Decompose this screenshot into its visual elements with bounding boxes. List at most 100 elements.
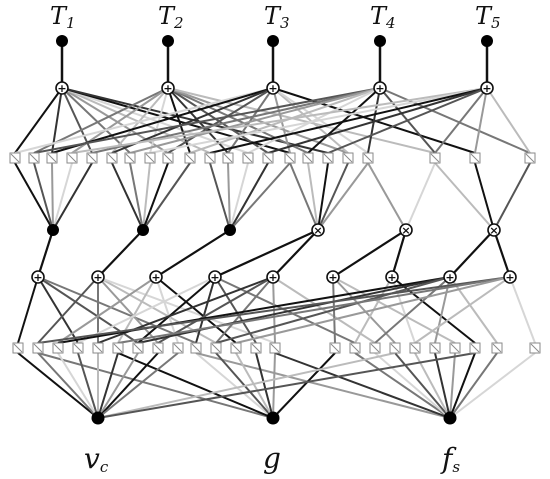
upper-funnel-edge xyxy=(317,162,349,231)
lower-weight-14 xyxy=(329,342,341,354)
input-fan-edge xyxy=(195,352,274,419)
upper-funnel-edge xyxy=(209,162,231,231)
upper-fan-edge xyxy=(474,87,488,154)
lower-fan-edge xyxy=(137,276,216,344)
lower-fan-edge xyxy=(157,276,274,344)
svg-text:+: + xyxy=(328,271,337,284)
lower-fan-edge xyxy=(272,276,376,344)
lower-fan-edge xyxy=(77,276,216,344)
upper-weight-21 xyxy=(524,152,536,164)
mid-link-5 xyxy=(332,229,407,278)
upper-weight-10 xyxy=(204,152,216,164)
input-fan-edge xyxy=(434,352,451,419)
input-fan-edge xyxy=(77,352,99,419)
upper-fan-edge xyxy=(71,87,488,154)
upper-weight-2 xyxy=(46,152,58,164)
input-node-0 xyxy=(91,411,105,425)
sum-node-top-1: + xyxy=(55,81,69,95)
upper-weight-1 xyxy=(28,152,40,164)
lower-fan-edge xyxy=(97,276,159,344)
upper-fan-edge xyxy=(327,87,488,154)
lower-fan-edge xyxy=(37,276,99,344)
upper-weight-17 xyxy=(342,152,354,164)
lower-weight-10 xyxy=(210,342,222,354)
upper-funnel-edge xyxy=(307,162,319,231)
lower-fan-edge xyxy=(215,276,274,344)
nodes-layer: +++++×××+++++++++ xyxy=(9,35,541,425)
upper-funnel-edge xyxy=(14,162,54,231)
lower-weight-2 xyxy=(52,342,64,354)
upper-funnel-edge xyxy=(52,162,73,231)
lower-weight-13 xyxy=(269,342,281,354)
input-fan-edge xyxy=(414,352,451,419)
lower-fan-edge xyxy=(391,276,476,344)
input-fan-edge xyxy=(394,352,451,419)
upper-funnel-edge xyxy=(474,162,495,231)
upper-weight-11 xyxy=(222,152,234,164)
lower-weight-1 xyxy=(32,342,44,354)
upper-fan-edge xyxy=(434,87,488,154)
upper-weight-9 xyxy=(184,152,196,164)
lower-weight-8 xyxy=(172,342,184,354)
upper-weight-19 xyxy=(429,152,441,164)
upper-funnel-edge xyxy=(129,162,144,231)
upper-weight-0 xyxy=(9,152,21,164)
mid-link-1 xyxy=(97,229,144,278)
output-node-4 xyxy=(374,35,386,47)
mid-link-6 xyxy=(390,229,408,278)
lower-weight-21 xyxy=(469,342,481,354)
upper-weight-16 xyxy=(322,152,334,164)
svg-text:×: × xyxy=(401,224,410,237)
sum-node-top-2: + xyxy=(161,81,175,95)
input-fan-edge xyxy=(255,352,274,419)
upper-funnel-edge xyxy=(405,162,436,231)
input-fan-edge xyxy=(97,352,139,419)
upper-weight-3 xyxy=(66,152,78,164)
lower-weight-23 xyxy=(529,342,541,354)
lower-weight-22 xyxy=(491,342,503,354)
svg-text:+: + xyxy=(33,271,42,284)
input-fan-edge xyxy=(37,352,99,419)
upper-funnel-edge xyxy=(33,162,54,231)
sum-node-mid-6: + xyxy=(385,270,399,284)
upper-funnel-edge xyxy=(317,162,329,231)
svg-text:+: + xyxy=(387,271,396,284)
svg-text:×: × xyxy=(489,224,498,237)
input-fan-edge xyxy=(97,352,396,419)
input-label-vc: vc xyxy=(84,442,109,476)
input-node-1 xyxy=(266,411,280,425)
upper-funnel-edge xyxy=(52,162,93,231)
upper-funnel-edge xyxy=(493,162,531,231)
upper-funnel-edge xyxy=(227,162,231,231)
input-fan-edge xyxy=(97,352,159,419)
upper-funnel-edge xyxy=(229,162,269,231)
upper-weight-18 xyxy=(362,152,374,164)
input-fan-edge xyxy=(274,352,451,419)
input-fan-edge xyxy=(195,352,451,419)
upper-funnel-edge xyxy=(142,162,151,231)
lower-fan-edge xyxy=(117,276,511,344)
upper-fan-edge xyxy=(486,87,531,154)
input-fan-edge xyxy=(97,352,476,419)
upper-fan-edge xyxy=(14,87,274,154)
lower-weight-17 xyxy=(389,342,401,354)
svg-text:+: + xyxy=(482,82,491,95)
upper-fan-edge xyxy=(307,87,381,154)
upper-weight-15 xyxy=(302,152,314,164)
svg-text:+: + xyxy=(445,271,454,284)
lower-weight-16 xyxy=(369,342,381,354)
lower-fan-edge xyxy=(37,276,79,344)
lower-weight-11 xyxy=(230,342,242,354)
lower-weight-7 xyxy=(152,342,164,354)
lower-fan-edge xyxy=(332,276,396,344)
mid-link-2 xyxy=(155,229,231,278)
upper-funnel-edge xyxy=(434,162,495,231)
upper-fan-edge xyxy=(209,87,488,154)
upper-funnel-edge xyxy=(111,162,144,231)
upper-fan-edge xyxy=(129,87,381,154)
upper-funnel-edge xyxy=(142,162,191,231)
upper-fan-edge xyxy=(14,87,63,154)
lower-fan-edge xyxy=(214,276,257,344)
input-fan-edge xyxy=(449,352,456,419)
